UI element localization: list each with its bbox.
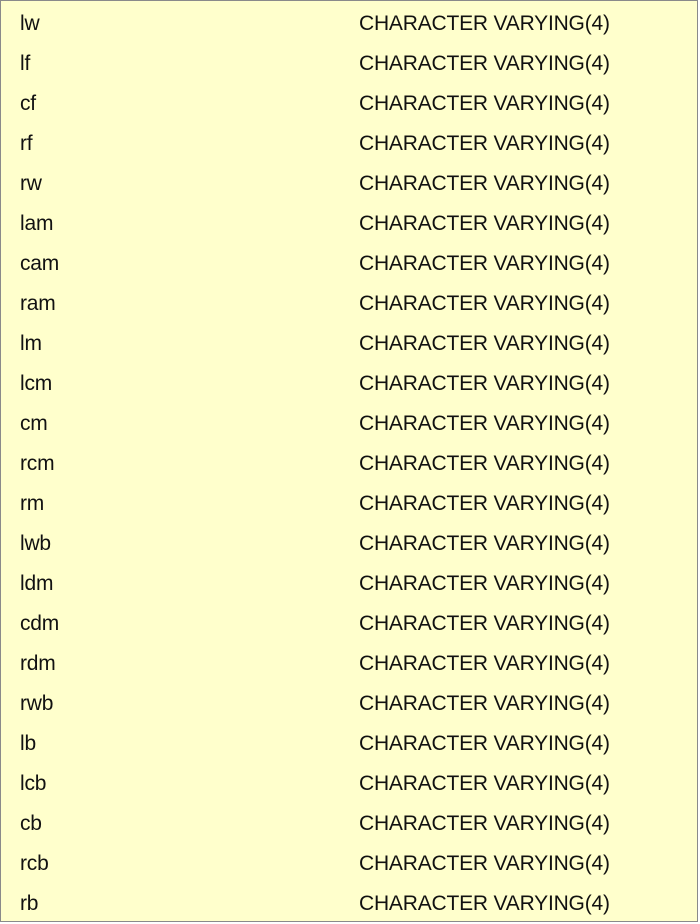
column-type: CHARACTER VARYING(4) [359,52,610,75]
table-row: cm CHARACTER VARYING(4) [1,404,697,444]
column-type: CHARACTER VARYING(4) [359,732,610,755]
column-type: CHARACTER VARYING(4) [359,492,610,515]
column-name: rm [20,492,45,515]
table-row: lcb CHARACTER VARYING(4) [1,764,697,804]
table-row: lam CHARACTER VARYING(4) [1,204,697,244]
table-row: ram CHARACTER VARYING(4) [1,284,697,324]
column-name: rf [20,132,33,155]
table-row: rb CHARACTER VARYING(4) [1,884,697,921]
column-name: cam [20,252,60,275]
column-name: rb [20,892,39,915]
column-type: CHARACTER VARYING(4) [359,212,610,235]
table-row: lwb CHARACTER VARYING(4) [1,524,697,564]
column-type: CHARACTER VARYING(4) [359,612,610,635]
column-type: CHARACTER VARYING(4) [359,172,610,195]
column-type: CHARACTER VARYING(4) [359,572,610,595]
column-name: lb [20,732,36,755]
column-name: lf [20,52,31,75]
column-name: lwb [20,532,51,555]
column-table: lw CHARACTER VARYING(4) lf CHARACTER VAR… [1,4,697,921]
table-row: cb CHARACTER VARYING(4) [1,804,697,844]
table-row: cf CHARACTER VARYING(4) [1,84,697,124]
table-row: cam CHARACTER VARYING(4) [1,244,697,284]
column-type: CHARACTER VARYING(4) [359,412,610,435]
column-name: lcb [20,772,47,795]
column-type: CHARACTER VARYING(4) [359,92,610,115]
table-row: rwb CHARACTER VARYING(4) [1,684,697,724]
column-name: lam [20,212,54,235]
column-name: rcm [20,452,55,475]
table-row: rf CHARACTER VARYING(4) [1,124,697,164]
column-name: rcb [20,852,49,875]
column-type: CHARACTER VARYING(4) [359,772,610,795]
column-name: cb [20,812,42,835]
table-row: lw CHARACTER VARYING(4) [1,4,697,44]
column-type: CHARACTER VARYING(4) [359,652,610,675]
table-row: cdm CHARACTER VARYING(4) [1,604,697,644]
column-name: cm [20,412,48,435]
column-name: lcm [20,372,53,395]
table-row: lf CHARACTER VARYING(4) [1,44,697,84]
table-row: rdm CHARACTER VARYING(4) [1,644,697,684]
column-type: CHARACTER VARYING(4) [359,12,610,35]
column-type: CHARACTER VARYING(4) [359,332,610,355]
column-type: CHARACTER VARYING(4) [359,852,610,875]
column-name: ram [20,292,56,315]
column-name: lm [20,332,42,355]
column-type: CHARACTER VARYING(4) [359,532,610,555]
table-row: rw CHARACTER VARYING(4) [1,164,697,204]
column-type: CHARACTER VARYING(4) [359,252,610,275]
column-name: lw [20,12,40,35]
column-type: CHARACTER VARYING(4) [359,132,610,155]
table-row: ldm CHARACTER VARYING(4) [1,564,697,604]
column-type: CHARACTER VARYING(4) [359,692,610,715]
column-name: rwb [20,692,54,715]
column-type: CHARACTER VARYING(4) [359,372,610,395]
column-type: CHARACTER VARYING(4) [359,892,610,915]
table-row: rcb CHARACTER VARYING(4) [1,844,697,884]
column-name: ldm [20,572,54,595]
column-type: CHARACTER VARYING(4) [359,812,610,835]
table-row: lcm CHARACTER VARYING(4) [1,364,697,404]
column-type: CHARACTER VARYING(4) [359,292,610,315]
table-row: lm CHARACTER VARYING(4) [1,324,697,364]
column-name: rw [20,172,42,195]
column-name: rdm [20,652,56,675]
table-row: lb CHARACTER VARYING(4) [1,724,697,764]
table-row: rcm CHARACTER VARYING(4) [1,444,697,484]
column-name: cdm [20,612,60,635]
column-name: cf [20,92,36,115]
column-type: CHARACTER VARYING(4) [359,452,610,475]
table-row: rm CHARACTER VARYING(4) [1,484,697,524]
